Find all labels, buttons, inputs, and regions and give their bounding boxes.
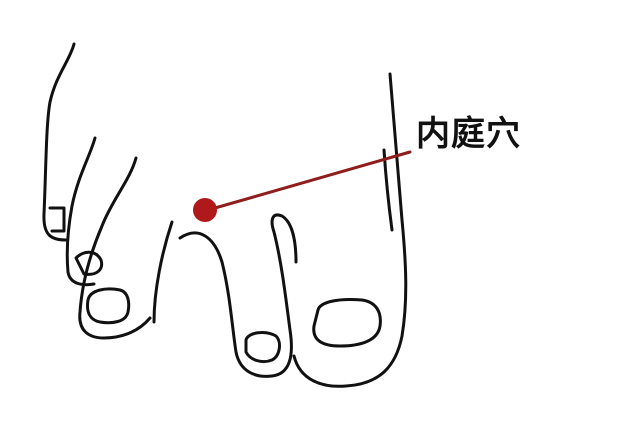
big-toe-nail — [312, 298, 382, 348]
little-toe-outline — [42, 42, 76, 242]
big-toe-contact-edge — [382, 148, 394, 232]
fourth-toe-nail — [74, 250, 104, 276]
acupoint-marker — [193, 198, 217, 222]
third-toe-nail — [86, 287, 131, 325]
acupoint-label: 内庭穴 — [416, 114, 521, 154]
third-toe-outline — [78, 156, 152, 340]
second-toe-nail — [244, 331, 281, 364]
second-toe-tip — [178, 213, 298, 378]
second-toe-outline — [152, 220, 174, 324]
little-toe-nail — [48, 206, 66, 233]
big-toe-outline — [292, 72, 408, 388]
fourth-toe-outline — [65, 136, 97, 287]
leader-line — [206, 150, 412, 212]
